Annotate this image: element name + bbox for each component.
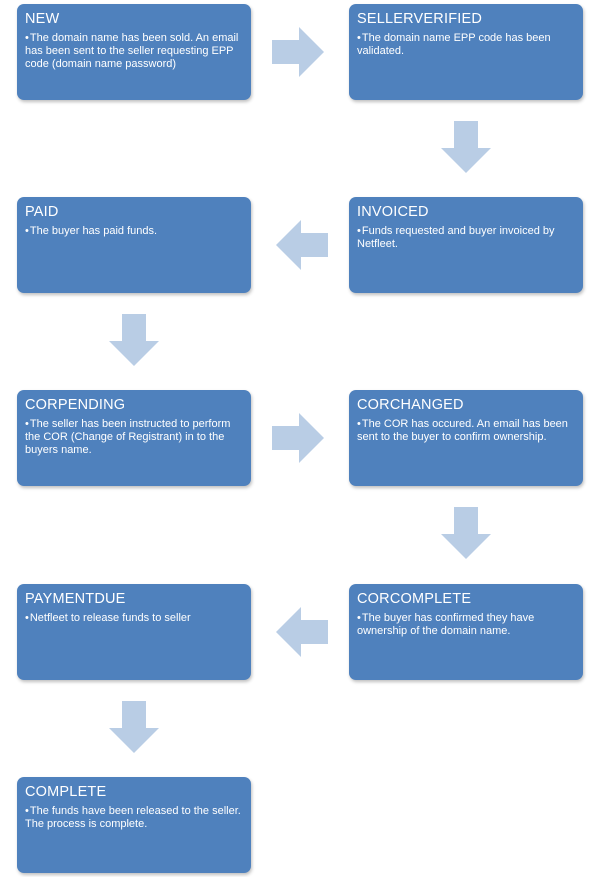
arrow-right-icon <box>272 27 324 77</box>
arrow-right-icon <box>272 413 324 463</box>
step-title: NEW <box>25 11 60 27</box>
step-new: NEW •The domain name has been sold. An e… <box>17 4 251 100</box>
arrow-down-icon <box>109 701 159 753</box>
step-complete: COMPLETE •The funds have been released t… <box>17 777 251 873</box>
step-title: SELLERVERIFIED <box>357 11 483 27</box>
step-paymentdue: PAYMENTDUE •Netfleet to release funds to… <box>17 584 251 680</box>
step-paid: PAID •The buyer has paid funds. <box>17 197 251 293</box>
step-corchanged: CORCHANGED •The COR has occured. An emai… <box>349 390 583 486</box>
step-description: •The buyer has paid funds. <box>25 225 158 237</box>
step-sellerverified: SELLERVERIFIED •The domain name EPP code… <box>349 4 583 100</box>
step-description: •The domain name EPP code has been valid… <box>357 32 551 57</box>
step-title: PAYMENTDUE <box>25 591 126 607</box>
step-description: •The buyer has confirmed they have owner… <box>357 612 535 637</box>
step-title: PAID <box>25 204 59 220</box>
step-description: •The funds have been released to the sel… <box>25 805 241 830</box>
step-title: CORPENDING <box>25 397 126 413</box>
step-description: •Netfleet to release funds to seller <box>25 612 191 624</box>
step-title: CORCOMPLETE <box>357 591 472 607</box>
step-description: •Funds requested and buyer invoiced by N… <box>357 225 555 250</box>
arrow-down-icon <box>441 507 491 559</box>
step-title: CORCHANGED <box>357 397 464 413</box>
step-corpending: CORPENDING •The seller has been instruct… <box>17 390 251 486</box>
arrow-down-icon <box>441 121 491 173</box>
step-description: •The seller has been instructed to perfo… <box>25 418 231 456</box>
step-description: •The COR has occured. An email has been … <box>357 418 568 443</box>
arrow-left-icon <box>276 607 328 657</box>
step-description: •The domain name has been sold. An email… <box>25 32 239 70</box>
step-title: COMPLETE <box>25 784 107 800</box>
arrow-down-icon <box>109 314 159 366</box>
step-title: INVOICED <box>357 204 429 220</box>
step-invoiced: INVOICED •Funds requested and buyer invo… <box>349 197 583 293</box>
step-corcomplete: CORCOMPLETE •The buyer has confirmed the… <box>349 584 583 680</box>
arrow-left-icon <box>276 220 328 270</box>
